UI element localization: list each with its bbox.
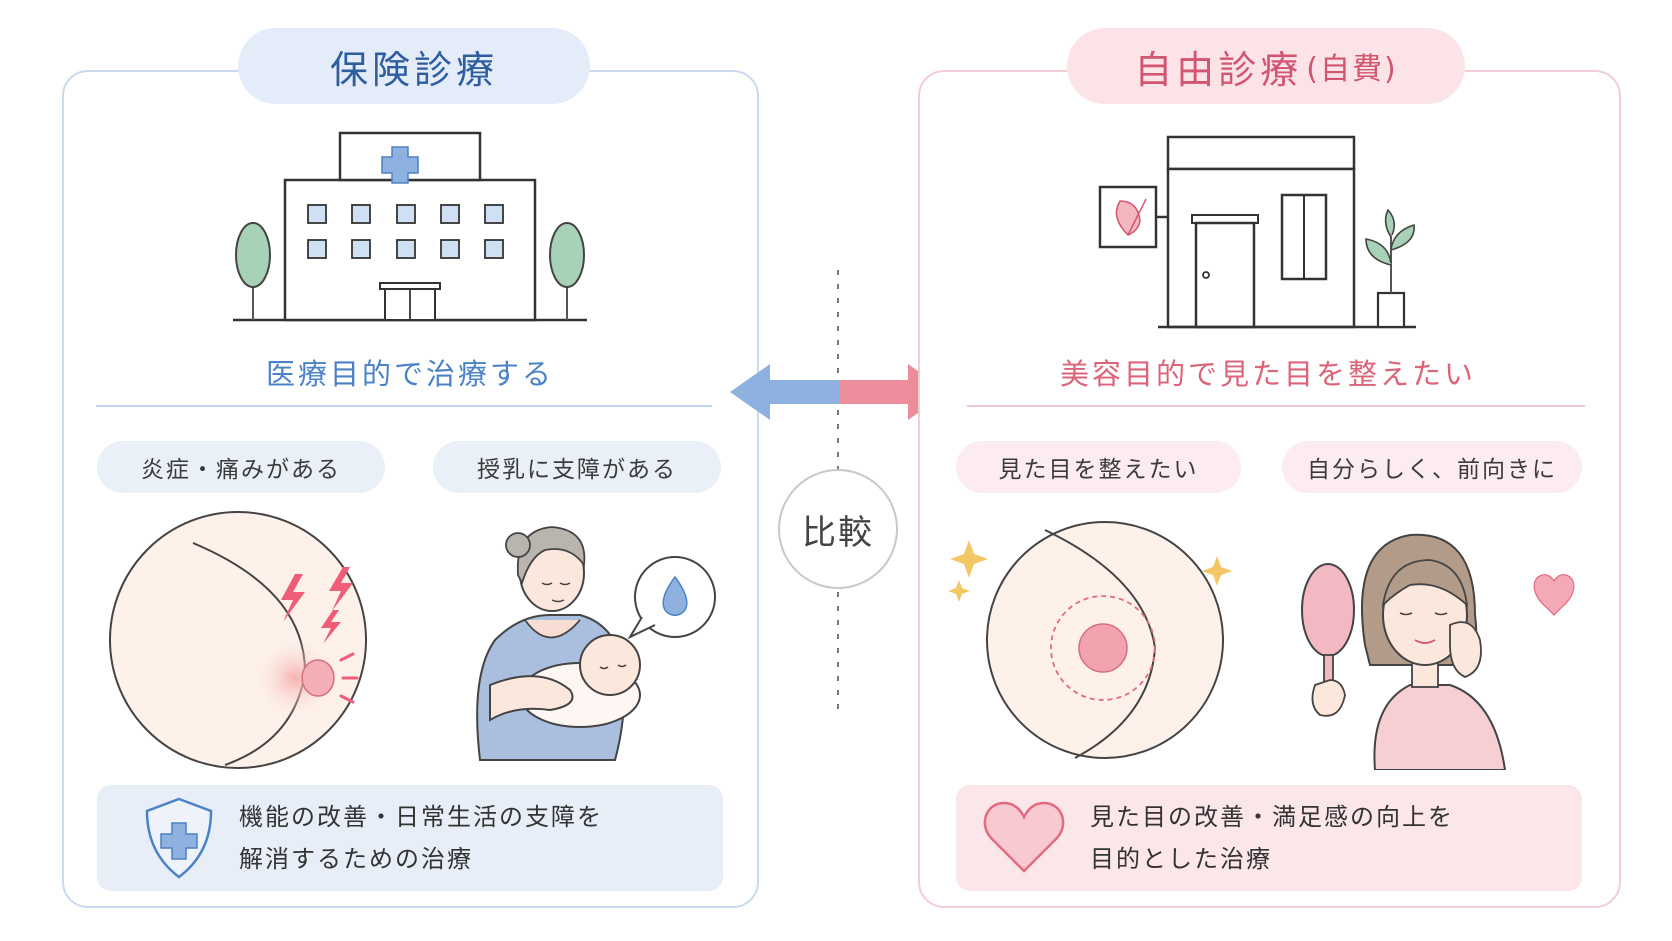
insurance-title: 保険診療 — [238, 28, 590, 104]
tag-appearance: 見た目を整えたい — [956, 441, 1241, 493]
insurance-purpose: 医療目的で治療する — [265, 357, 554, 391]
woman-mirror-illustration — [1301, 533, 1575, 770]
tag-inflammation: 炎症・痛みがある — [97, 441, 385, 493]
tag-breastfeeding: 授乳に支障がある — [433, 441, 721, 493]
shield-cross-icon — [145, 797, 213, 879]
self-pay-title-text: 自由診療 — [1134, 47, 1303, 92]
self-pay-purpose: 美容目的で見た目を整えたい — [1059, 357, 1476, 391]
center-divider — [837, 270, 839, 710]
cosmetic-breast-illustration — [948, 521, 1232, 759]
double-arrow-icon — [730, 364, 948, 420]
tag-confidence: 自分らしく、前向きに — [1282, 441, 1582, 493]
clinic-icon — [1098, 135, 1416, 329]
insurance-title-text: 保険診療 — [329, 47, 498, 92]
insurance-divider — [96, 405, 712, 407]
heart-icon — [983, 801, 1065, 873]
self-pay-summary: 見た目の改善・満足感の向上を 目的とした治療 — [956, 785, 1582, 891]
hospital-icon — [233, 131, 587, 322]
self-pay-summary-line-2: 目的とした治療 — [1090, 845, 1272, 873]
insurance-summary: 機能の改善・日常生活の支障を 解消するための治療 — [97, 785, 723, 891]
insurance-summary-line-1: 機能の改善・日常生活の支障を — [239, 803, 603, 831]
self-pay-title: 自由診療 (自費) — [1067, 28, 1465, 104]
self-pay-divider — [967, 405, 1585, 407]
self-pay-title-sub: (自費) — [1306, 52, 1398, 87]
pain-breast-illustration — [109, 511, 367, 769]
compare-badge: 比較 — [778, 469, 898, 589]
mother-baby-illustration — [476, 526, 716, 761]
insurance-summary-line-2: 解消するための治療 — [239, 845, 473, 873]
self-pay-summary-line-1: 見た目の改善・満足感の向上を — [1090, 803, 1454, 831]
